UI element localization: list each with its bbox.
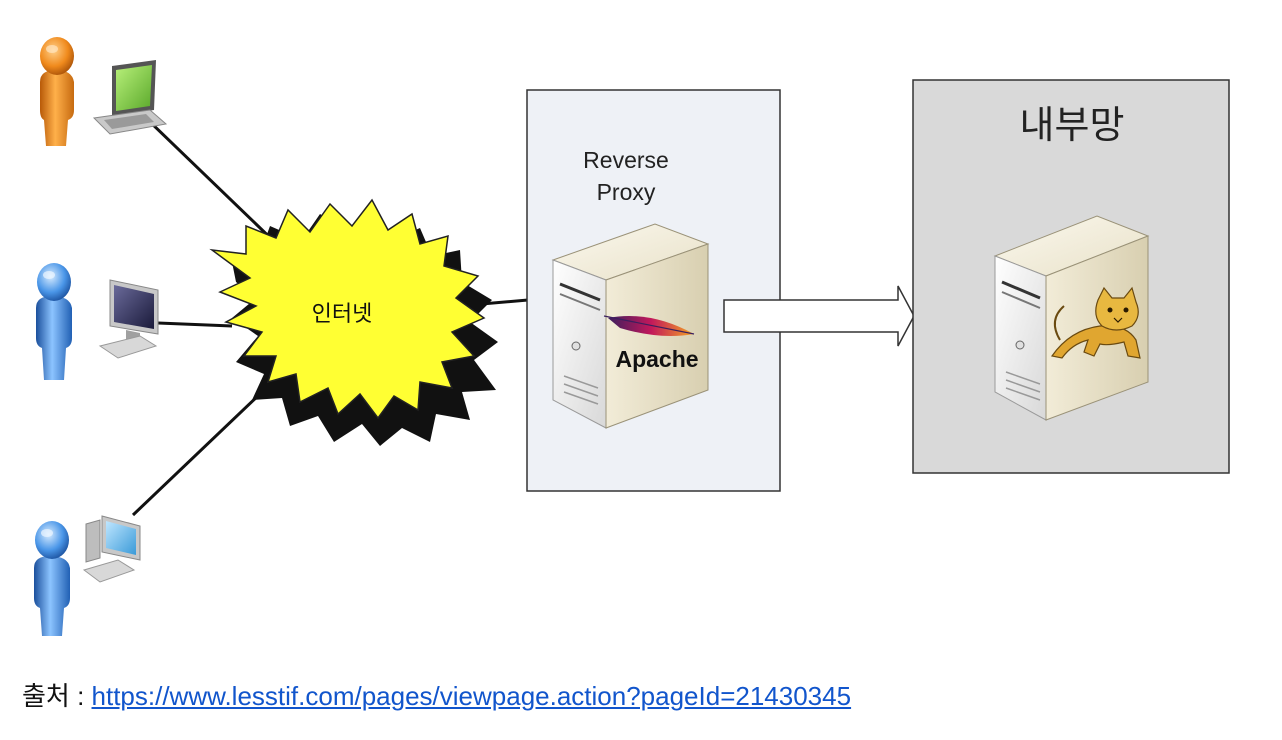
desktop-pc-icon	[82, 515, 141, 583]
reverse-proxy-box: Reverse Proxy Apache	[526, 89, 781, 492]
user-blue-icon	[36, 263, 72, 380]
user-blue-desktop	[34, 515, 141, 636]
user-blue-icon-2	[34, 521, 70, 636]
user-orange-laptop	[40, 37, 168, 146]
monitor-icon	[98, 279, 159, 359]
tomcat-cat-icon	[1050, 286, 1141, 359]
source-link[interactable]: https://www.lesstif.com/pages/viewpage.a…	[91, 681, 852, 711]
laptop-connection-line	[146, 118, 287, 254]
network-diagram: 인터넷	[34, 37, 1230, 636]
internal-network-box: 내부망	[912, 79, 1230, 474]
internal-network-label: 내부망	[1020, 103, 1125, 147]
tomcat-server-icon	[993, 215, 1150, 421]
internet-label: 인터넷	[312, 301, 373, 326]
apache-server-icon: Apache	[551, 223, 710, 429]
source-separator: :	[69, 681, 92, 711]
source-prefix: 출처	[22, 681, 70, 711]
source-attribution: 출처 : https://www.lesstif.com/pages/viewp…	[22, 678, 851, 714]
user-blue-monitor	[36, 263, 159, 380]
proxy-label-line2: Proxy	[597, 179, 656, 205]
internet-cloud: 인터넷	[209, 198, 498, 446]
apache-feather-icon	[603, 315, 695, 336]
proxy-label-line1: Reverse	[583, 147, 669, 173]
forward-arrow	[723, 285, 915, 347]
laptop-icon	[92, 60, 168, 135]
desktop-connection-line	[131, 390, 264, 517]
internet-cloud-burst	[209, 198, 486, 420]
monitor-connection-line	[157, 321, 233, 328]
user-orange-icon	[40, 37, 74, 146]
apache-label: Apache	[615, 346, 698, 372]
